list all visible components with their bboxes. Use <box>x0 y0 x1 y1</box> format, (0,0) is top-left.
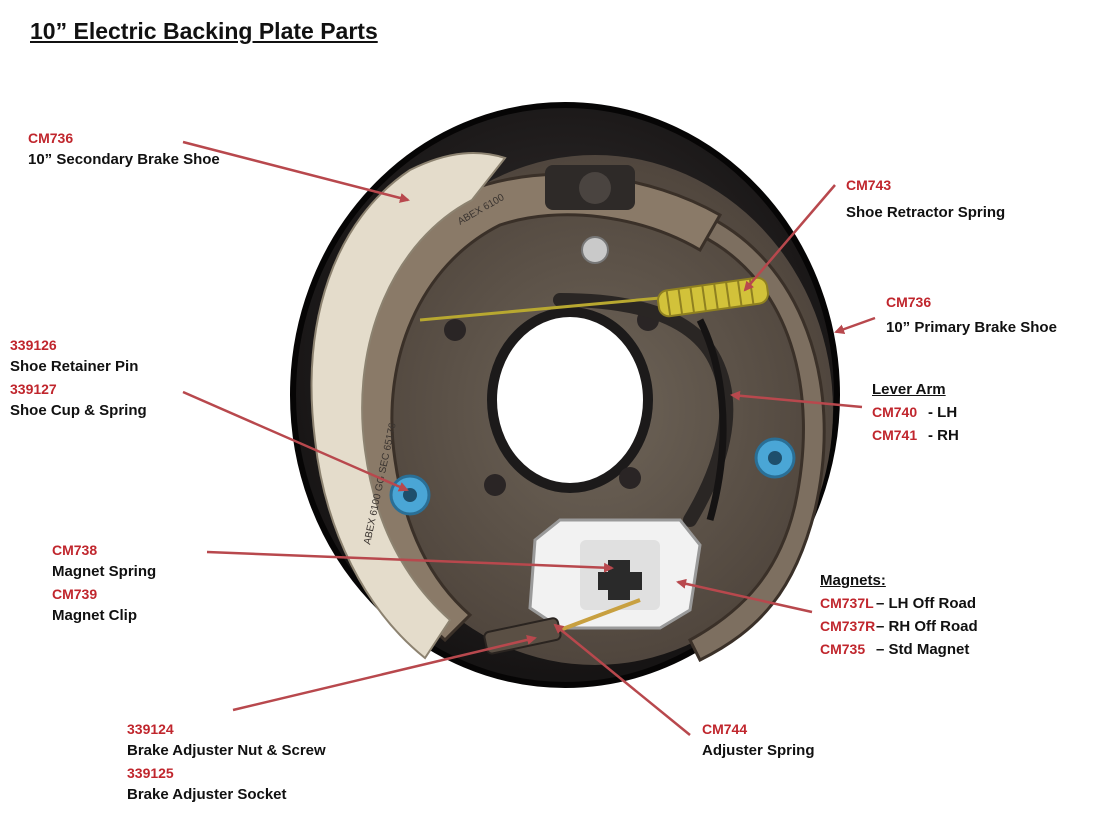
part-description: – LH Off Road <box>876 595 976 612</box>
arrow-retainer <box>182 390 409 492</box>
arrow-magnet-spring <box>206 550 614 573</box>
label-primary-shoe: CM736 10” Primary Brake Shoe <box>886 290 1057 340</box>
arrow-primary-shoe <box>834 316 876 335</box>
part-code: CM741 <box>872 427 918 443</box>
arrow-lever-arm <box>730 390 863 409</box>
part-code: 339126 <box>10 337 57 353</box>
part-code: CM736 <box>28 130 74 146</box>
hub-opening <box>487 307 653 493</box>
part-row: CM737R– RH Off Road <box>820 615 978 638</box>
label-retainer: 339126 Shoe Retainer Pin 339127 Shoe Cup… <box>10 334 147 422</box>
part-code: CM744 <box>702 721 748 737</box>
label-magnets: Magnets: CM737L– LH Off Road CM737R– RH … <box>820 570 978 661</box>
arrow-secondary-shoe <box>182 140 410 203</box>
label-lever-arm: Lever Arm CM740 - LH CM741 - RH <box>872 379 959 447</box>
label-magnet-spring: CM738 Magnet Spring CM739 Magnet Clip <box>52 539 156 627</box>
part-description: 10” Secondary Brake Shoe <box>28 151 220 168</box>
mounting-bolt <box>444 319 466 341</box>
primary-shoe <box>688 212 826 663</box>
part-code: 339127 <box>10 381 57 397</box>
part-description: Magnet Spring <box>52 563 157 580</box>
magnet <box>528 518 702 630</box>
part-row: CM741 - RH <box>872 424 959 447</box>
group-heading: Lever Arm <box>872 381 946 398</box>
shoe-cup-left <box>389 474 431 516</box>
arrow-retractor-spring <box>743 184 836 292</box>
part-description: Adjuster Spring <box>702 742 815 759</box>
part-code: CM735 <box>820 641 866 657</box>
part-description: – Std Magnet <box>876 641 970 658</box>
arrow-magnets <box>676 578 813 614</box>
label-secondary-shoe: CM736 10” Secondary Brake Shoe <box>28 127 220 171</box>
part-description: - LH <box>928 404 958 421</box>
part-code: 339125 <box>127 765 174 781</box>
anchor-bolt <box>579 172 611 204</box>
part-description: Shoe Retainer Pin <box>10 358 139 375</box>
part-description: Brake Adjuster Socket <box>127 786 287 803</box>
group-heading: Magnets: <box>820 572 886 589</box>
part-code: CM739 <box>52 586 98 602</box>
part-row: CM735 – Std Magnet <box>820 638 978 661</box>
part-code: 339124 <box>127 721 174 737</box>
mounting-bolt <box>484 474 506 496</box>
part-description: Magnet Clip <box>52 607 137 624</box>
part-code: CM737R <box>820 618 876 634</box>
mounting-bolt <box>619 467 641 489</box>
part-code: CM743 <box>846 177 892 193</box>
part-code: CM737L <box>820 595 874 611</box>
secondary-shoe-lining <box>310 152 507 660</box>
shoe-cup-right <box>754 437 796 479</box>
leader-arrows <box>182 140 876 736</box>
part-code: CM738 <box>52 542 98 558</box>
part-description: Shoe Retractor Spring <box>846 204 1006 221</box>
part-row: CM737L– LH Off Road <box>820 592 978 615</box>
magnet-wire <box>696 318 727 521</box>
arrow-adjuster <box>232 634 537 712</box>
part-description: Brake Adjuster Nut & Screw <box>127 742 326 759</box>
arrow-adjuster-spring <box>553 623 691 736</box>
part-description: – RH Off Road <box>876 618 978 635</box>
anchor-washer <box>581 236 609 264</box>
part-description: Shoe Cup & Spring <box>10 402 147 419</box>
page-title: 10” Electric Backing Plate Parts <box>30 18 378 44</box>
part-description: - RH <box>928 427 959 444</box>
label-adjuster-spring: CM744 Adjuster Spring <box>702 718 815 762</box>
part-description: 10” Primary Brake Shoe <box>886 319 1057 336</box>
label-retractor-spring: CM743 Shoe Retractor Spring <box>846 171 1005 227</box>
backing-plate-rim <box>290 102 840 688</box>
part-code: CM736 <box>886 294 932 310</box>
part-row: CM740 - LH <box>872 401 959 424</box>
part-code: CM740 <box>872 404 918 420</box>
label-adjuster: 339124 Brake Adjuster Nut & Screw 339125… <box>127 718 326 806</box>
